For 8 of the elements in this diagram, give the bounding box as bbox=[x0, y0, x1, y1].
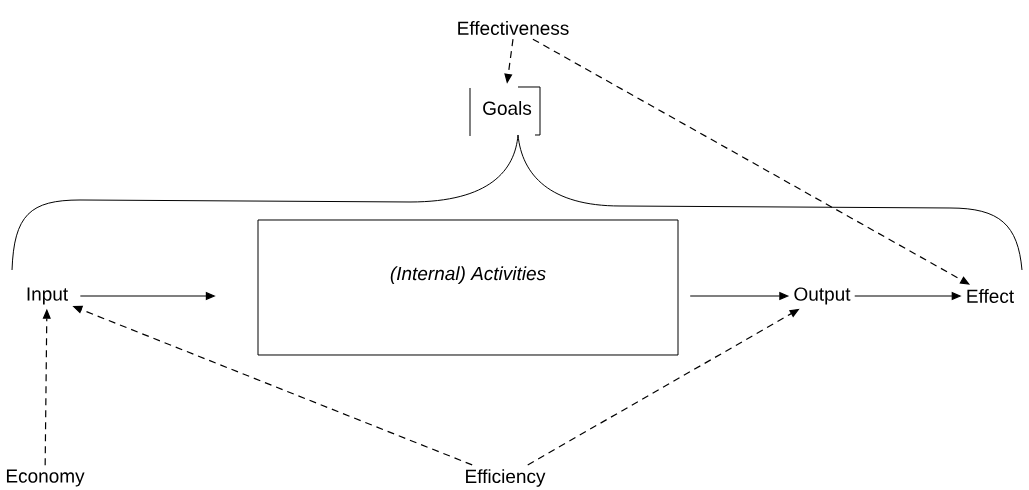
node-label: Effectiveness bbox=[458, 21, 569, 35]
node-label: Efficiency bbox=[466, 469, 546, 487]
goals-box: Goals bbox=[469, 86, 541, 137]
node-label: Effect bbox=[967, 289, 1014, 303]
node-label: Economy bbox=[6, 469, 85, 487]
node-label: Output bbox=[794, 287, 851, 305]
node-label: Input bbox=[27, 287, 68, 305]
process-box: (Internal) Activities bbox=[257, 219, 679, 356]
